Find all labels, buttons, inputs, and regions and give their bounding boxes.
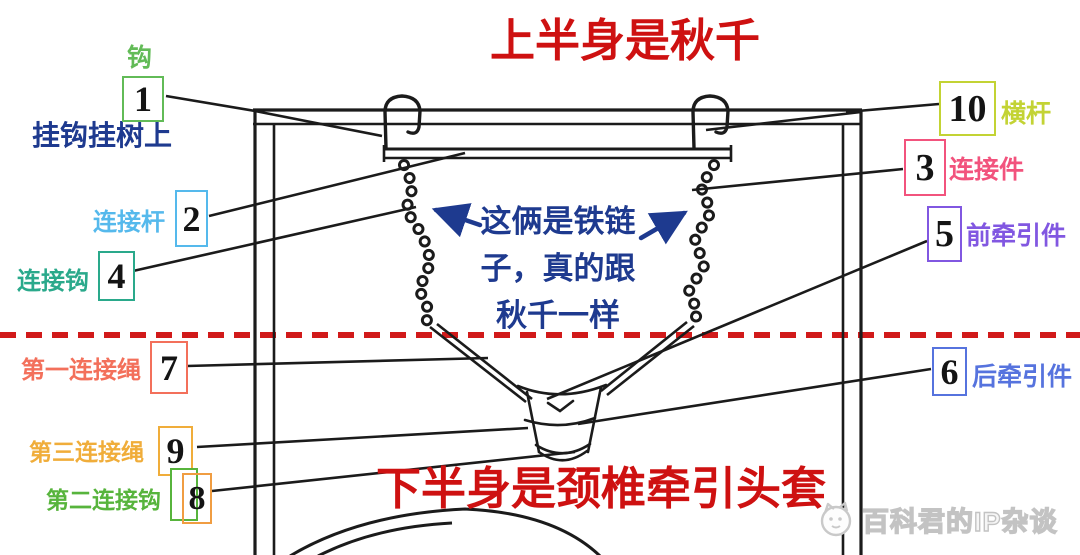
head-harness	[516, 383, 608, 462]
chain-note: 这俩是铁链 子，真的跟 秋千一样	[452, 198, 664, 339]
numbox-10-crossbar: 10	[939, 81, 996, 136]
frame-lines	[253, 108, 863, 555]
label-hook: 钩	[127, 44, 153, 72]
label-rear-traction: 后牵引件	[972, 363, 1073, 391]
numbox-2-connecting-rod: 2	[175, 190, 208, 247]
numbox-9-third-rope: 9	[158, 426, 193, 476]
label-second-hook: 第二连接钩	[46, 487, 161, 513]
numbox-6-rear-traction: 6	[932, 347, 967, 396]
watermark-text: 百科君的IP杂谈	[861, 506, 1058, 537]
leader-lines	[132, 94, 940, 493]
numbox-1-hook: 1	[122, 76, 164, 122]
label-crossbar: 横杆	[1001, 100, 1052, 128]
label-first-rope: 第一连接绳	[21, 357, 141, 384]
label-front-traction: 前牵引件	[966, 222, 1067, 250]
numbox-4-connecting-hook: 4	[98, 251, 135, 301]
hang-hook-note: 挂钩挂树上	[32, 121, 173, 152]
numbox-7-first-rope: 7	[150, 341, 188, 394]
watermark-mascot-icon	[820, 501, 852, 537]
hanging-hooks	[383, 94, 730, 150]
numbox-3-connector: 3	[904, 139, 946, 196]
traction-ropes	[429, 320, 695, 404]
chain-note-line2: 子，真的跟	[480, 251, 636, 286]
chain-note-line1: 这俩是铁链	[480, 204, 636, 239]
label-connecting-hook: 连接钩	[17, 268, 89, 295]
title-lower-half: 下半身是颈椎牵引头套	[376, 463, 827, 514]
title-upper-half: 上半身是秋千	[490, 15, 761, 66]
iron-chains	[398, 159, 720, 330]
numbox-8-green-frame	[170, 468, 198, 521]
label-connector: 连接件	[949, 156, 1025, 184]
numbox-5-front-traction: 5	[927, 206, 962, 262]
head-outline	[289, 507, 602, 555]
chain-note-arrows	[431, 203, 688, 245]
label-third-rope: 第三连接绳	[29, 439, 144, 465]
numbox-8-second-hook: 8	[182, 473, 212, 524]
chain-note-line3: 秋千一样	[496, 298, 620, 333]
watermark: 百科君的IP杂谈	[814, 498, 1058, 540]
label-connecting-rod: 连接杆	[93, 209, 165, 236]
